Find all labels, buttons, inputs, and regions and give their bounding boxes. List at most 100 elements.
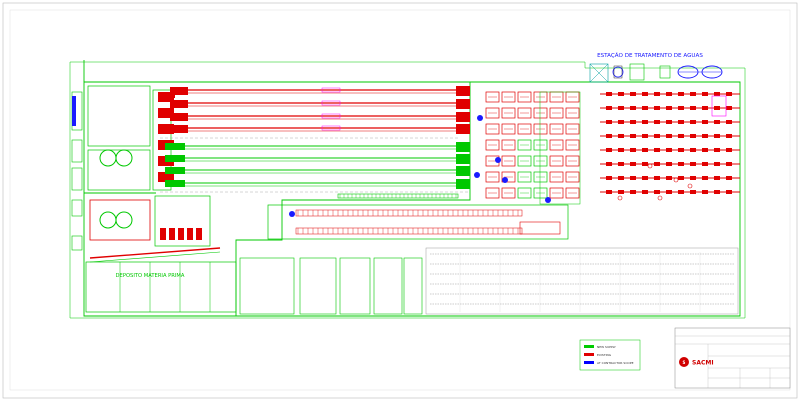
press-unit: [666, 176, 672, 180]
press-unit: [654, 162, 660, 166]
press-unit: [678, 92, 684, 96]
press-unit: [642, 190, 648, 194]
mixer-unit: [158, 124, 174, 134]
storage-cell: [501, 107, 516, 119]
kiln-exit: [456, 99, 470, 109]
legend: NEW SUPPLY EXISTING AT CONTRACTOR SCOPE: [579, 339, 641, 371]
spray-unit: [187, 228, 193, 240]
press-unit: [690, 92, 696, 96]
left-aux-strip: [71, 91, 83, 251]
press-unit: [678, 120, 684, 124]
loop-conveyor-top: [295, 209, 523, 217]
press-unit: [714, 92, 720, 96]
press-unit: [630, 176, 636, 180]
storage-cell: [549, 107, 564, 119]
press-unit: [606, 176, 612, 180]
dryer-head: [165, 167, 185, 174]
storage-cell: [565, 155, 580, 167]
kiln-exit: [456, 86, 470, 96]
kiln-fitting: [168, 125, 171, 128]
press-unit: [630, 134, 636, 138]
press-unit: [606, 148, 612, 152]
press-unit: [702, 92, 708, 96]
press-unit: [654, 176, 660, 180]
storage-cell: [485, 139, 500, 151]
storage-frame: [539, 91, 581, 205]
press-unit: [618, 162, 624, 166]
press-unit: [642, 120, 648, 124]
kiln-fitting: [172, 125, 175, 128]
svg-text:S: S: [683, 360, 686, 365]
silo-icon: [115, 149, 133, 167]
press-unit: [606, 92, 612, 96]
press-unit: [666, 106, 672, 110]
storage-cell: [549, 155, 564, 167]
press-unit: [714, 148, 720, 152]
press-marker: [617, 195, 623, 201]
press-unit: [630, 106, 636, 110]
robot-icon: [474, 172, 480, 178]
storage-cell: [517, 171, 532, 183]
kiln-head: [170, 100, 188, 108]
press-unit: [702, 162, 708, 166]
loop-conveyor: [267, 204, 569, 240]
legend-label-existing: EXISTING: [597, 353, 612, 357]
press-unit: [702, 176, 708, 180]
press-unit: [642, 134, 648, 138]
press-unit: [702, 106, 708, 110]
station-title: ESTAÇÃO DE TRATAMENTO DE AGUAS: [597, 52, 703, 59]
kiln-exit: [456, 112, 470, 122]
storage-cell: [501, 139, 516, 151]
press-unit: [690, 148, 696, 152]
kiln-head: [170, 87, 188, 95]
press-unit: [714, 106, 720, 110]
storage-cell: [517, 91, 532, 103]
press-unit: [726, 106, 732, 110]
dryer-exit: [456, 154, 470, 164]
mixer-unit: [158, 172, 174, 182]
depot-title: DEPOSITO MATERIA PRIMA: [116, 273, 185, 279]
mixer-unit: [158, 108, 174, 118]
press-unit: [606, 134, 612, 138]
legend-label-contractor: AT CONTRACTOR SCOPE: [597, 361, 634, 365]
storage-cell: [501, 123, 516, 135]
press-unit: [714, 120, 720, 124]
spray-unit: [178, 228, 184, 240]
press-unit: [618, 120, 624, 124]
kiln-exit: [456, 124, 470, 134]
press-unit: [642, 92, 648, 96]
storage-cell: [517, 107, 532, 119]
press-unit: [606, 106, 612, 110]
press-unit: [642, 148, 648, 152]
press-unit: [714, 162, 720, 166]
storage-grid: [267, 91, 581, 240]
kiln-fitting: [168, 95, 171, 98]
storage-cell: [501, 155, 516, 167]
storage-cell: [533, 155, 548, 167]
press-unit: [618, 106, 624, 110]
press-unit: [726, 162, 732, 166]
storage-cell: [549, 139, 564, 151]
robot-icon: [495, 157, 501, 163]
storage-cell: [565, 187, 580, 199]
press-unit: [678, 190, 684, 194]
spray-area: [154, 195, 211, 247]
press-unit: [714, 176, 720, 180]
sacmi-logo-icon: [679, 357, 689, 367]
kiln-tag: [321, 100, 341, 106]
press-unit: [630, 190, 636, 194]
robot-icon: [502, 177, 508, 183]
press-unit: [714, 134, 720, 138]
storage-cell: [485, 171, 500, 183]
storage-cell: [501, 187, 516, 199]
dryer-head: [165, 180, 185, 187]
dryer-exit: [456, 179, 470, 189]
press-unit: [690, 176, 696, 180]
press-unit: [642, 106, 648, 110]
press-unit: [666, 190, 672, 194]
raw-material-depot: [85, 261, 237, 313]
press-unit: [654, 134, 660, 138]
press-unit: [654, 120, 660, 124]
press-unit: [678, 162, 684, 166]
press-unit: [666, 134, 672, 138]
